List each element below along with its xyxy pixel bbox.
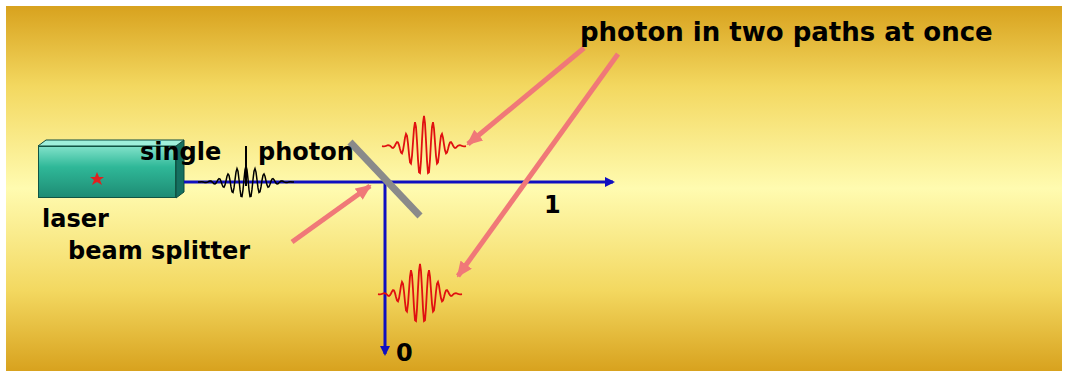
callout-arrow	[458, 54, 618, 276]
node-label: laser	[42, 206, 109, 232]
wave-packet	[382, 116, 466, 173]
wave-packet	[198, 166, 294, 197]
beam-path-0	[384, 182, 387, 354]
photon-label: single	[140, 139, 221, 165]
callout-arrow	[292, 186, 370, 242]
laser-star	[90, 172, 104, 185]
background-panel: laser single photon photon in two paths at …	[6, 6, 1062, 371]
callout-text: beam splitter	[68, 238, 250, 264]
path-number: 1	[544, 192, 561, 218]
wave-packet	[378, 264, 462, 321]
callout-text: photon in two paths at once	[580, 18, 993, 47]
path-number: 0	[396, 340, 413, 366]
photon-label: photon	[258, 139, 354, 165]
callout-arrow	[468, 48, 584, 144]
